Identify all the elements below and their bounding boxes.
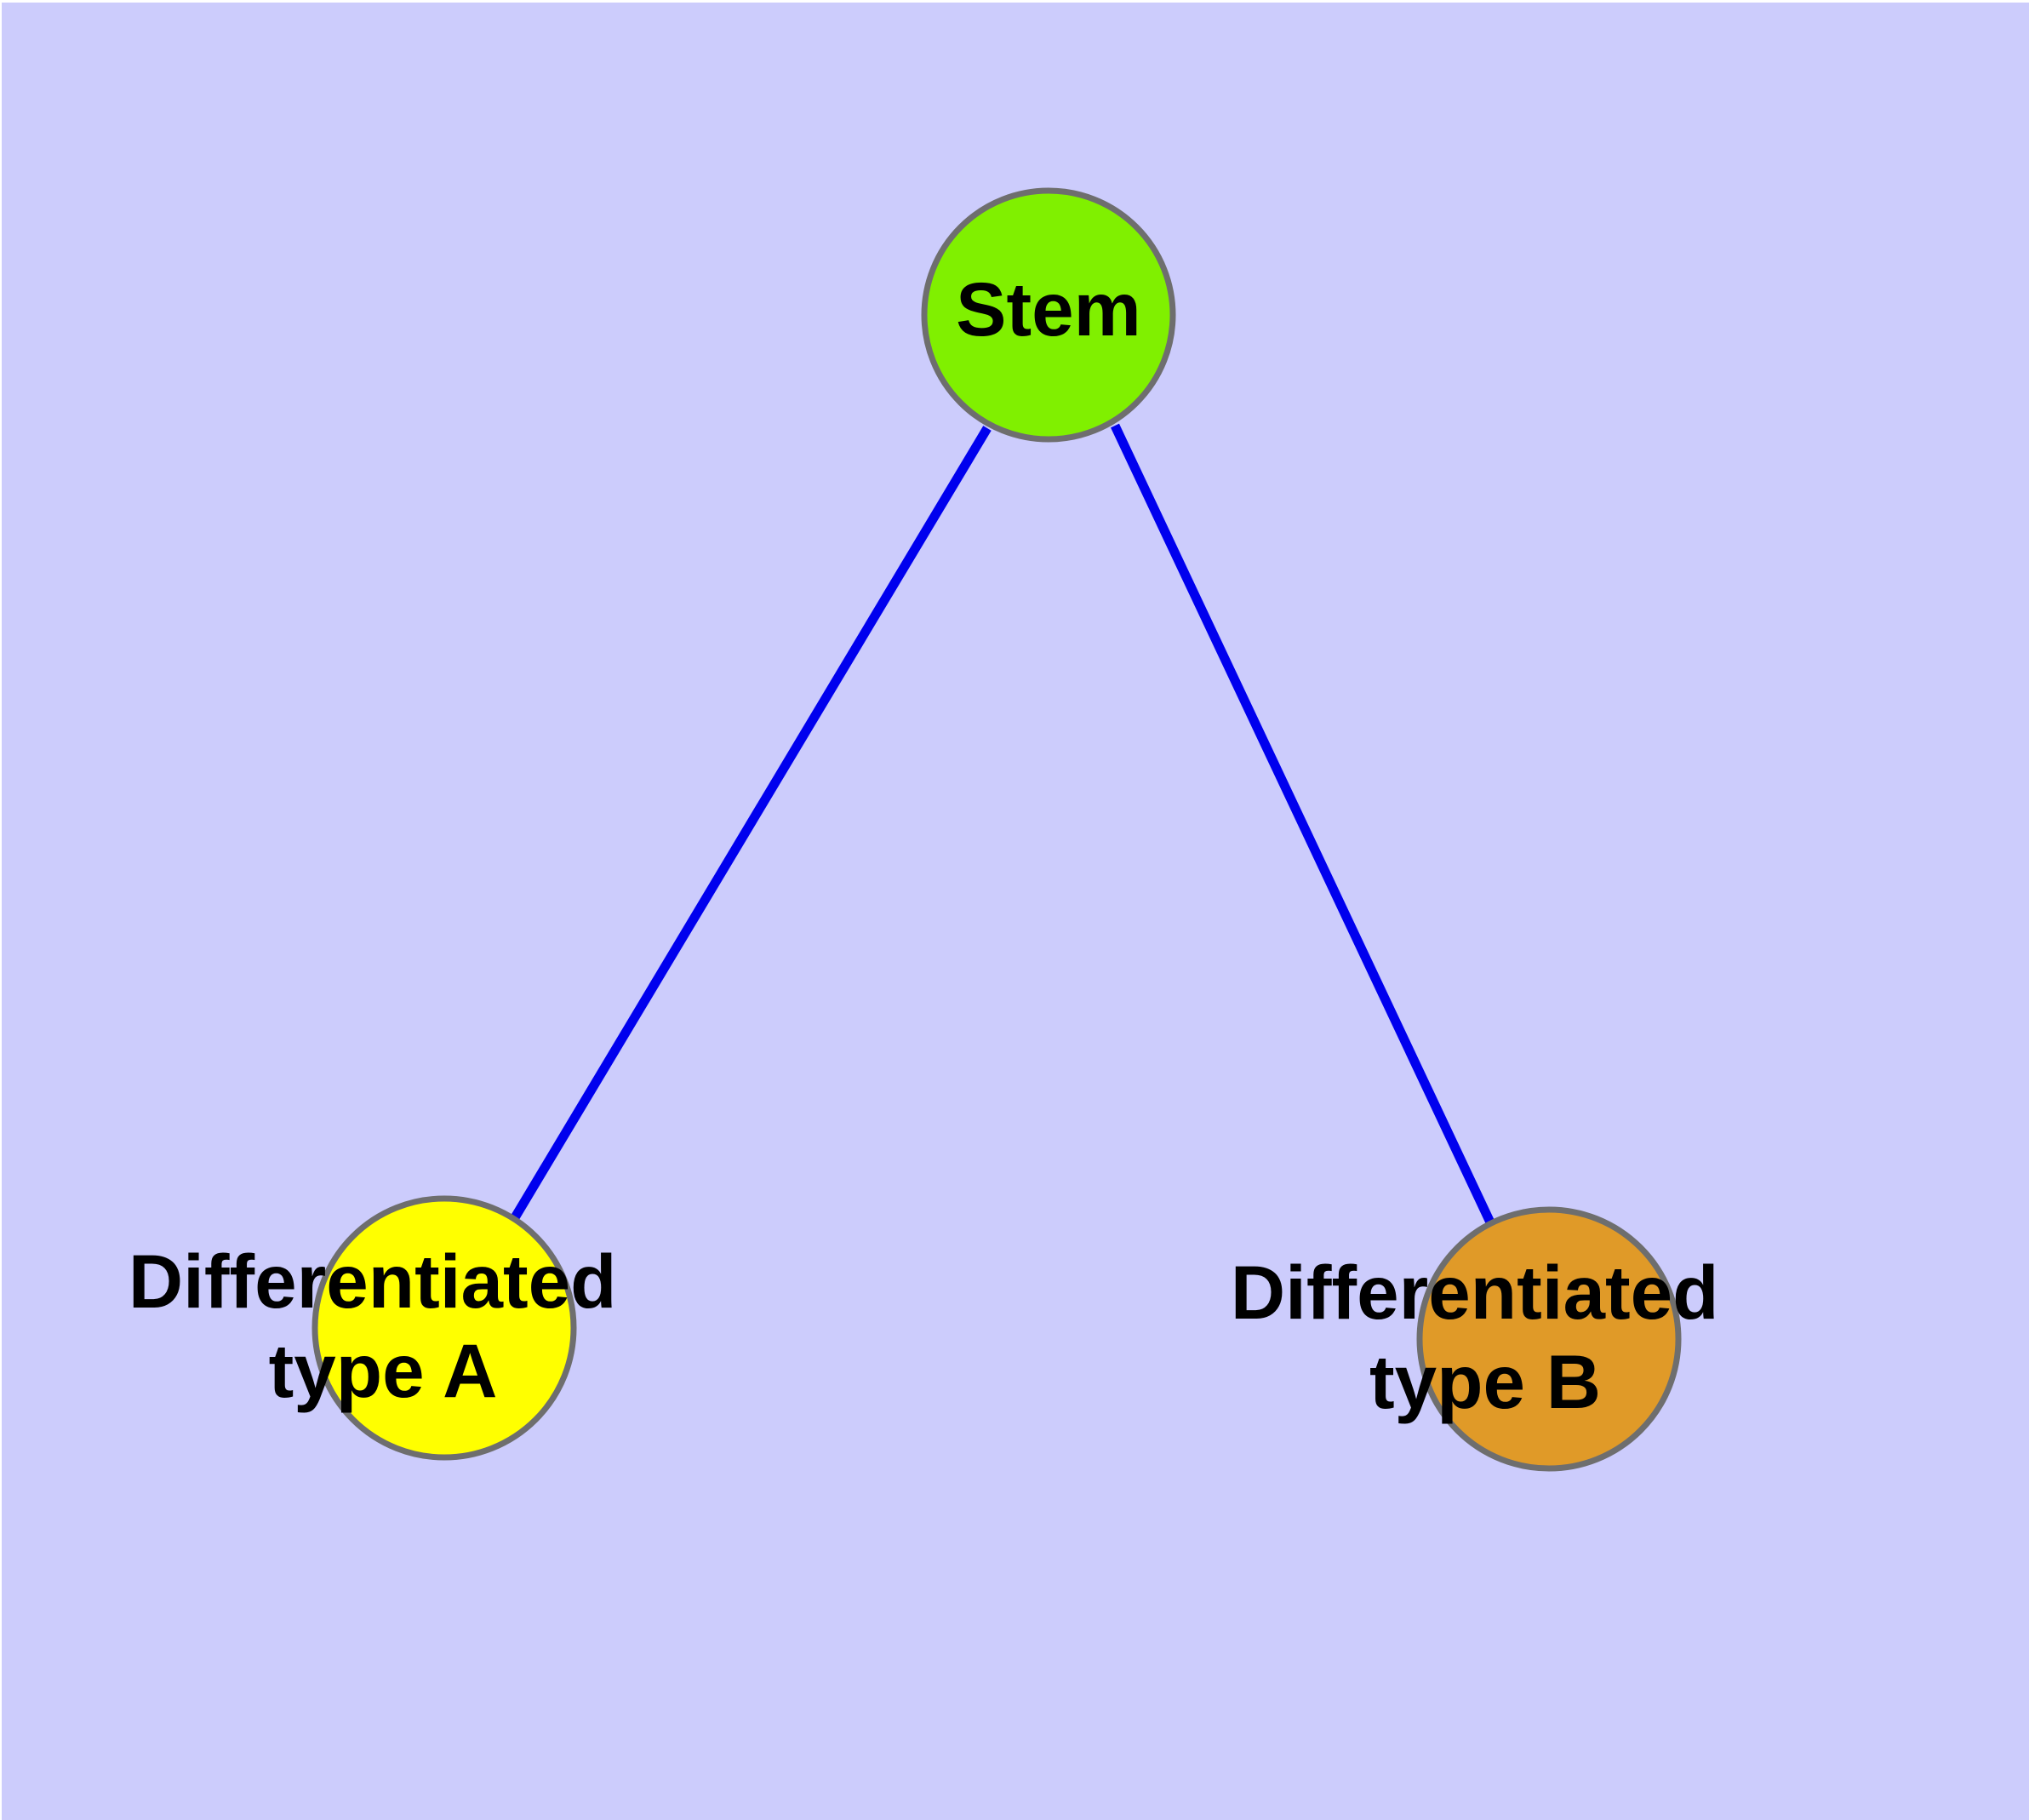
- node-diff-a-label-line-1: Differentiated: [129, 1239, 617, 1324]
- node-stem[interactable]: Stem: [921, 187, 1176, 443]
- node-diff-b-circle[interactable]: [1416, 1206, 1682, 1472]
- node-diff-a-label-line-2: type A: [269, 1328, 498, 1413]
- edge-stem-to-diff-b[interactable]: [1111, 423, 1495, 1227]
- node-diff-b-label-line-2: type B: [1369, 1339, 1601, 1424]
- node-diff-b-label-line-1: Differentiated: [1231, 1250, 1719, 1335]
- edge-stem-to-diff-a[interactable]: [507, 426, 992, 1226]
- node-diff-a-circle[interactable]: [311, 1195, 577, 1461]
- node-stem-circle[interactable]: [921, 187, 1176, 443]
- edge-layer: [507, 423, 1495, 1227]
- node-diff-b[interactable]: Differentiated type B: [1231, 1206, 1740, 1472]
- node-diff-b-label: Differentiated type B: [1231, 1250, 1740, 1424]
- node-diff-a-label: Differentiated type A: [129, 1239, 637, 1413]
- node-diff-a[interactable]: Differentiated type A: [129, 1195, 637, 1461]
- node-stem-label-line-1: Stem: [956, 266, 1141, 352]
- node-stem-label: Stem: [956, 266, 1141, 352]
- node-layer: Stem Differentiated type A Differentiate…: [129, 187, 1740, 1472]
